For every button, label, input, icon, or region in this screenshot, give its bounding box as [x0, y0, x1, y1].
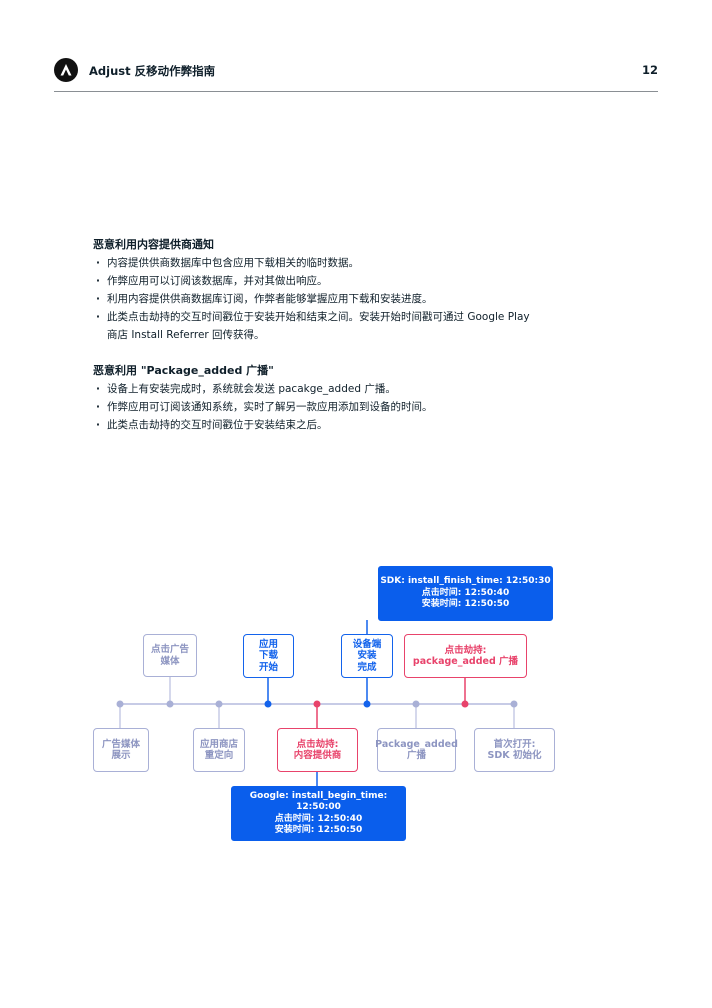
timeline-point [313, 700, 321, 708]
device-install-complete-box: 设备端 安装 完成 [341, 634, 393, 678]
timeline-point [510, 700, 518, 708]
timeline-point [166, 700, 174, 708]
section-title: 恶意利用内容提供商通知 [93, 238, 214, 251]
list-item-continuation: 商店 Install Referrer 回传获得。 [107, 329, 265, 341]
list-item: 作弊应用可订阅该通知系统，实时了解另一款应用添加到设备的时间。 [93, 398, 653, 416]
list-item: 内容提供供商数据库中包含应用下载相关的临时数据。 [93, 254, 653, 272]
timeline-point [461, 700, 469, 708]
app-download-start-box: 应用 下载 开始 [243, 634, 294, 678]
first-open-sdk-box: 首次打开: SDK 初始化 [474, 728, 555, 772]
sdk-install-time-box: SDK: install_finish_time: 12:50:30 点击时间:… [378, 566, 553, 621]
hijack-package-added-box: 点击劫持: package_added 广播 [404, 634, 527, 678]
timeline-point [363, 700, 371, 708]
adjust-logo-icon [54, 58, 78, 82]
ad-media-impression-box: 广告媒体 展示 [93, 728, 149, 772]
google-install-time-box: Google: install_begin_time: 12:50:00 点击时… [231, 786, 406, 841]
list-item: 此类点击劫持的交互时间戳位于安装结束之后。 [93, 416, 653, 434]
bullet-list: 内容提供供商数据库中包含应用下载相关的临时数据。 作弊应用可以订阅该数据库，并对… [93, 254, 653, 344]
document-title: Adjust 反移动作弊指南 [89, 64, 216, 78]
click-ad-media-box: 点击广告 媒体 [143, 634, 197, 677]
section-title: 恶意利用 "Package_added 广播" [93, 364, 274, 377]
section-content-provider: 恶意利用内容提供商通知 内容提供供商数据库中包含应用下载相关的临时数据。 作弊应… [93, 236, 653, 344]
header-divider [54, 91, 658, 92]
list-item: 此类点击劫持的交互时间戳位于安装开始和结束之间。安装开始时间戳可通过 Googl… [93, 308, 653, 326]
page-header: Adjust 反移动作弊指南 12 [54, 58, 658, 86]
page-number: 12 [641, 63, 658, 77]
hijack-content-provider-box: 点击劫持: 内容提供商 [277, 728, 358, 772]
list-item: 利用内容提供供商数据库订阅，作弊者能够掌握应用下载和安装进度。 [93, 290, 653, 308]
section-package-added: 恶意利用 "Package_added 广播" 设备上有安装完成时，系统就会发送… [93, 362, 653, 434]
bullet-list: 设备上有安装完成时，系统就会发送 pacakge_added 广播。 作弊应用可… [93, 380, 653, 434]
timeline-point [215, 700, 223, 708]
timeline-point [116, 700, 124, 708]
app-store-redirect-box: 应用商店 重定向 [193, 728, 245, 772]
list-item: 设备上有安装完成时，系统就会发送 pacakge_added 广播。 [93, 380, 653, 398]
timeline-point [264, 700, 272, 708]
package-added-broadcast-box: Package_added 广播 [375, 728, 458, 772]
timeline-point [412, 700, 420, 708]
list-item: 作弊应用可以订阅该数据库，并对其做出响应。 [93, 272, 653, 290]
